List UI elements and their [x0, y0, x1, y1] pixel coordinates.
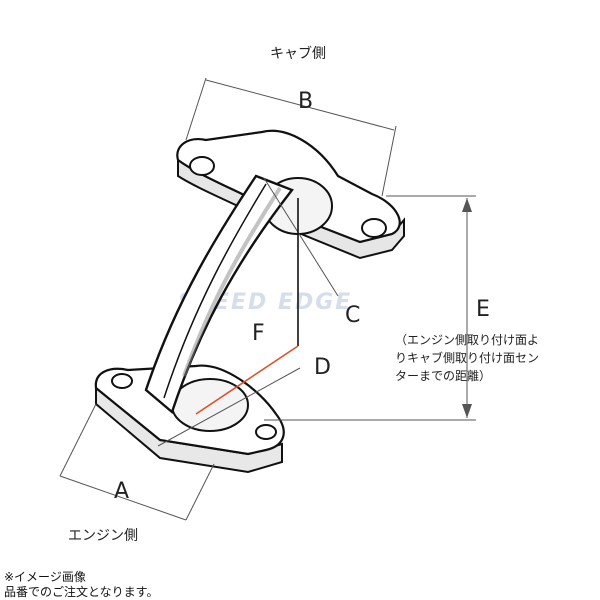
dim-e-arrow-top [462, 198, 472, 212]
dim-e-note-line-2: りキャブ側取り付け面セン [395, 350, 539, 365]
carb-bolt-hole-left [189, 156, 215, 176]
dim-c-label: C [345, 303, 360, 328]
carb-bolt-hole-right [361, 218, 387, 238]
dimension-a: A [59, 403, 215, 521]
dim-d-label: D [314, 355, 331, 380]
dim-e-label: E [476, 297, 490, 322]
engine-bolt-hole-left [111, 373, 133, 389]
dim-b-ext-left [185, 77, 207, 141]
carb-flange [176, 129, 405, 260]
dim-b-label: B [298, 89, 313, 114]
dim-e-note-line-1: （エンジン側取り付け面よ [395, 333, 539, 347]
dim-a-label: A [114, 479, 129, 504]
order-note: 品番でのご注文となります。 [4, 585, 159, 599]
dim-a-ext-right [185, 463, 215, 521]
dim-b-line [205, 79, 395, 131]
engine-bolt-hole-right [255, 424, 277, 440]
tube-highlight [163, 183, 267, 399]
dim-b-ext-right [381, 125, 397, 197]
dim-f-diagonal [195, 345, 299, 415]
dim-a-ext-left [59, 403, 97, 477]
dimension-e: E （エンジン側取り付け面よ りキャブ側取り付け面セン ターまでの距離） [264, 195, 539, 421]
dim-c-line [263, 177, 339, 297]
dim-e-arrow-bottom [462, 404, 472, 418]
tube-inner-shade [182, 186, 282, 377]
manifold-tube [144, 174, 294, 415]
dimension-b: B [185, 77, 397, 197]
image-note: ※イメージ画像 [4, 570, 86, 584]
dim-f-label: F [252, 321, 265, 346]
dim-e-note-line-3: ターまでの距離） [395, 369, 491, 383]
carb-side-label: キャブ側 [270, 45, 326, 62]
engine-flange [94, 364, 285, 474]
dim-a-line [59, 475, 187, 521]
dim-d-line [157, 367, 301, 447]
engine-side-label: エンジン側 [68, 528, 138, 544]
